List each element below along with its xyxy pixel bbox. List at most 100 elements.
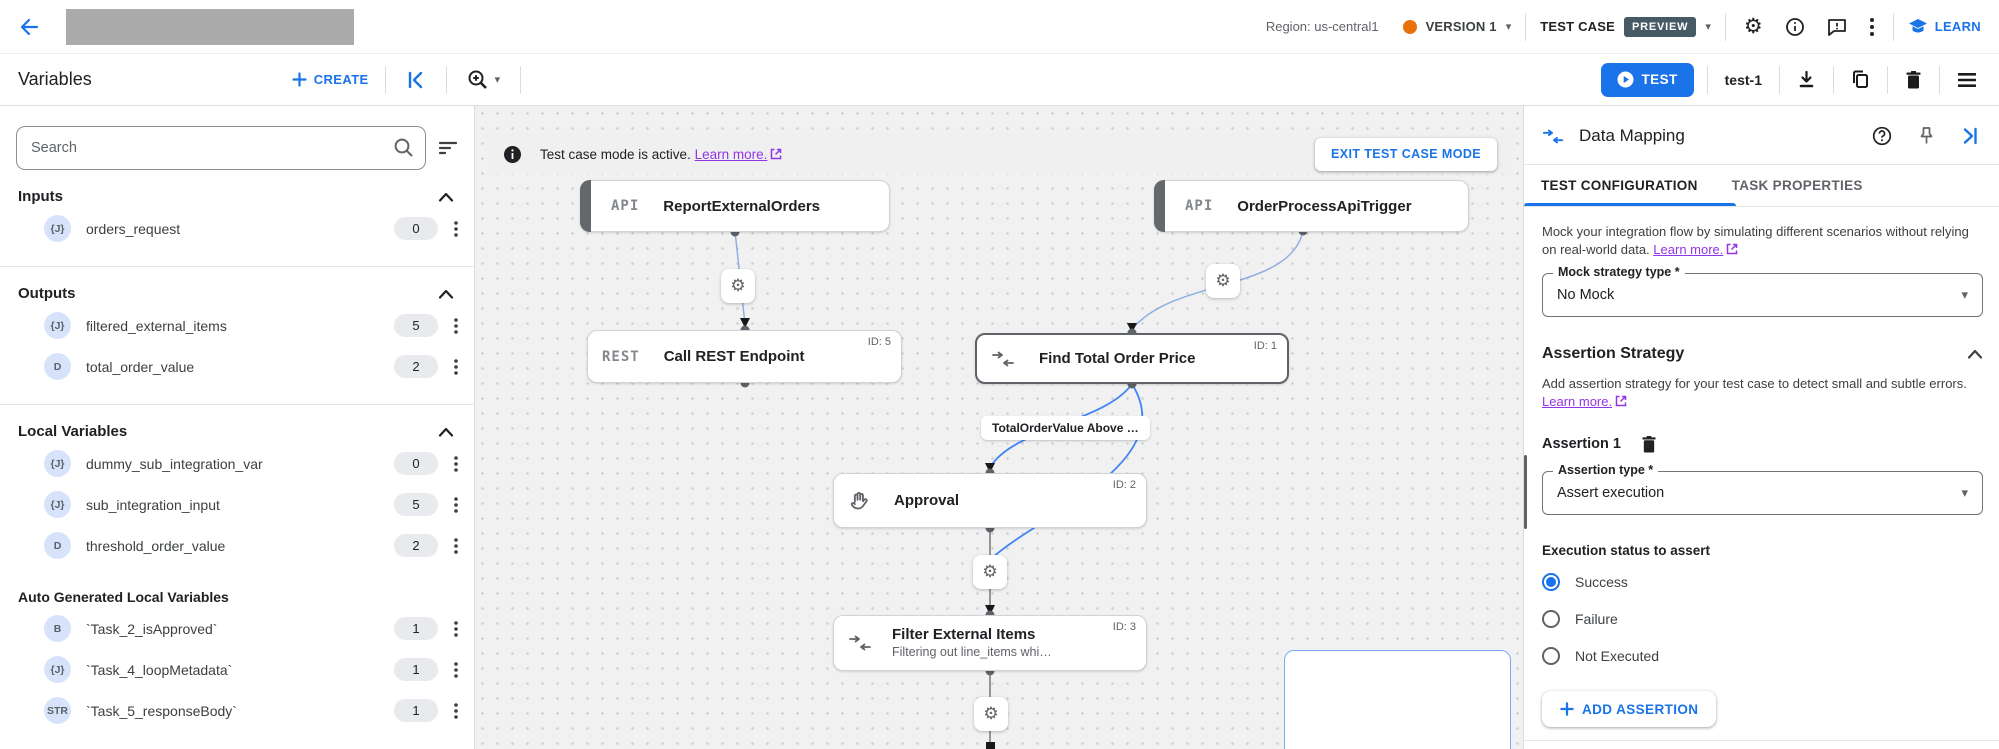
usage-count-badge: 0: [394, 452, 438, 475]
create-variable-button[interactable]: CREATE: [292, 72, 369, 87]
json-type-icon: {J}: [44, 215, 71, 242]
usage-count-badge: 1: [394, 617, 438, 640]
variable-row[interactable]: {J} orders_request 0: [0, 211, 474, 246]
task-node-filter-external-items[interactable]: Filter External Items Filtering out line…: [833, 615, 1147, 671]
variable-row[interactable]: {J} `Task_4_loopMetadata` 1: [0, 652, 474, 687]
mock-strategy-select[interactable]: Mock strategy type * No Mock ▾: [1542, 265, 1983, 317]
banner-learn-more-link[interactable]: Learn more.: [694, 146, 768, 162]
task-node-approval[interactable]: Approval ID: 2: [833, 473, 1147, 528]
variable-row[interactable]: {J} sub_integration_input 5: [0, 487, 474, 522]
variable-row[interactable]: {J} filtered_external_items 5: [0, 308, 474, 343]
exit-test-case-mode-button[interactable]: EXIT TEST CASE MODE: [1315, 137, 1497, 171]
delete-trash-icon[interactable]: [1901, 66, 1926, 93]
task-id-badge: ID: 2: [1112, 479, 1136, 491]
sort-icon[interactable]: [434, 136, 462, 160]
radio-option-success[interactable]: Success: [1542, 569, 1983, 595]
data-mapping-icon: [849, 635, 871, 651]
back-icon[interactable]: [14, 12, 44, 42]
active-tab-indicator: [1524, 203, 1736, 206]
zoom-dropdown[interactable]: ▾: [463, 65, 505, 95]
variable-row[interactable]: STR `Task_5_responseBody` 1: [0, 693, 474, 728]
assertion-description: Add assertion strategy for your test cas…: [1542, 376, 1967, 391]
section-header-local-variables[interactable]: Local Variables: [0, 423, 474, 440]
variable-row[interactable]: B `Task_2_isApproved` 1: [0, 611, 474, 646]
test-mode-banner: Test case mode is active. Learn more. EX…: [489, 134, 1511, 174]
feedback-icon[interactable]: [1823, 13, 1851, 41]
row-kebab-icon[interactable]: [450, 534, 462, 558]
play-circle-icon: [1617, 71, 1634, 88]
add-assertion-button[interactable]: ADD ASSERTION: [1542, 691, 1717, 727]
pin-icon[interactable]: [1914, 122, 1939, 150]
mock-learn-more-link[interactable]: Learn more.: [1653, 242, 1724, 257]
chevron-down-icon: ▾: [1961, 485, 1968, 500]
row-kebab-icon[interactable]: [450, 452, 462, 476]
assertion-learn-more-link[interactable]: Learn more.: [1542, 394, 1613, 409]
integration-flow-canvas[interactable]: Test case mode is active. Learn more. EX…: [475, 106, 1523, 749]
trigger-node-order-process-api-trigger[interactable]: API OrderProcessApiTrigger: [1154, 180, 1469, 232]
log-list-icon[interactable]: [1953, 68, 1981, 92]
region-label: Region: us-central1: [1265, 19, 1379, 34]
row-kebab-icon[interactable]: [450, 217, 462, 241]
school-icon: [1908, 18, 1927, 32]
task-node-find-total-order-price[interactable]: Find Total Order Price ID: 1: [975, 333, 1289, 384]
page-title: Variables: [18, 69, 92, 89]
learn-button[interactable]: LEARN: [1908, 18, 1981, 36]
row-kebab-icon[interactable]: [450, 699, 462, 723]
row-kebab-icon[interactable]: [450, 493, 462, 517]
variables-toolbar: Variables CREATE ▾ TEST test-1: [0, 54, 1999, 106]
loop-container-node[interactable]: [1284, 650, 1511, 749]
run-test-button[interactable]: TEST: [1600, 62, 1694, 97]
usage-count-badge: 5: [394, 493, 438, 516]
chevron-down-icon: ▾: [1505, 21, 1512, 33]
copy-icon[interactable]: [1847, 66, 1874, 93]
variable-row[interactable]: D total_order_value 2: [0, 349, 474, 384]
row-kebab-icon[interactable]: [450, 355, 462, 379]
usage-count-badge: 1: [394, 699, 438, 722]
row-kebab-icon[interactable]: [450, 314, 462, 338]
collapse-right-icon[interactable]: [1957, 123, 1983, 149]
trigger-node-report-external-orders[interactable]: API ReportExternalOrders: [580, 180, 890, 232]
divider: [1706, 65, 1708, 94]
variable-row[interactable]: {J} dummy_sub_integration_var 0: [0, 446, 474, 481]
edge-condition-label[interactable]: TotalOrderValue Above …: [981, 416, 1150, 440]
edge-config-gear-icon[interactable]: ⚙: [973, 555, 1007, 589]
search-input[interactable]: [16, 126, 426, 170]
row-kebab-icon[interactable]: [450, 658, 462, 682]
info-icon[interactable]: [1781, 13, 1809, 41]
divider: [1779, 65, 1780, 94]
api-trigger-icon: API: [1185, 198, 1214, 214]
section-header-outputs[interactable]: Outputs: [0, 285, 474, 302]
radio-option-not-executed[interactable]: Not Executed: [1542, 643, 1983, 669]
task-subtitle: Filtering out line_items whi…: [892, 644, 1052, 659]
download-icon[interactable]: [1793, 66, 1820, 93]
settings-gear-icon[interactable]: ⚙: [1740, 10, 1767, 43]
delete-assertion-trash-icon[interactable]: [1637, 431, 1661, 457]
test-case-selector[interactable]: TEST CASE PREVIEW ▾: [1540, 16, 1711, 37]
chevron-up-icon[interactable]: [1967, 349, 1983, 359]
row-kebab-icon[interactable]: [450, 617, 462, 641]
edge-config-gear-icon[interactable]: ⚙: [1206, 264, 1240, 298]
tab-task-properties[interactable]: TASK PROPERTIES: [1731, 178, 1863, 193]
test-case-name[interactable]: test-1: [1724, 71, 1762, 88]
divider: [1724, 12, 1726, 41]
task-id-badge: ID: 1: [1253, 340, 1277, 352]
section-header-inputs[interactable]: Inputs: [0, 188, 474, 205]
divider: [445, 65, 447, 94]
edge-config-gear-icon[interactable]: ⚙: [974, 697, 1008, 731]
edge-config-gear-icon[interactable]: ⚙: [721, 269, 755, 303]
tab-test-configuration[interactable]: TEST CONFIGURATION: [1541, 178, 1698, 193]
panel-title: Data Mapping: [1579, 126, 1685, 145]
api-trigger-icon: API: [611, 198, 640, 214]
help-icon[interactable]: [1868, 122, 1896, 150]
approval-hand-icon: [850, 491, 868, 509]
collapse-panel-icon[interactable]: [402, 67, 430, 93]
task-node-call-rest-endpoint[interactable]: REST Call REST Endpoint ID: 5: [587, 330, 902, 383]
radio-option-failure[interactable]: Failure: [1542, 606, 1983, 632]
external-link-icon: [1726, 243, 1738, 255]
scrollbar-thumb[interactable]: [1524, 455, 1527, 529]
version-selector[interactable]: VERSION 1 ▾: [1402, 19, 1512, 34]
assertion-type-select[interactable]: Assertion type * Assert execution ▾: [1542, 463, 1983, 515]
variable-row[interactable]: D threshold_order_value 2: [0, 528, 474, 563]
divider: [1939, 65, 1940, 94]
more-options-kebab-icon[interactable]: [1865, 13, 1879, 41]
